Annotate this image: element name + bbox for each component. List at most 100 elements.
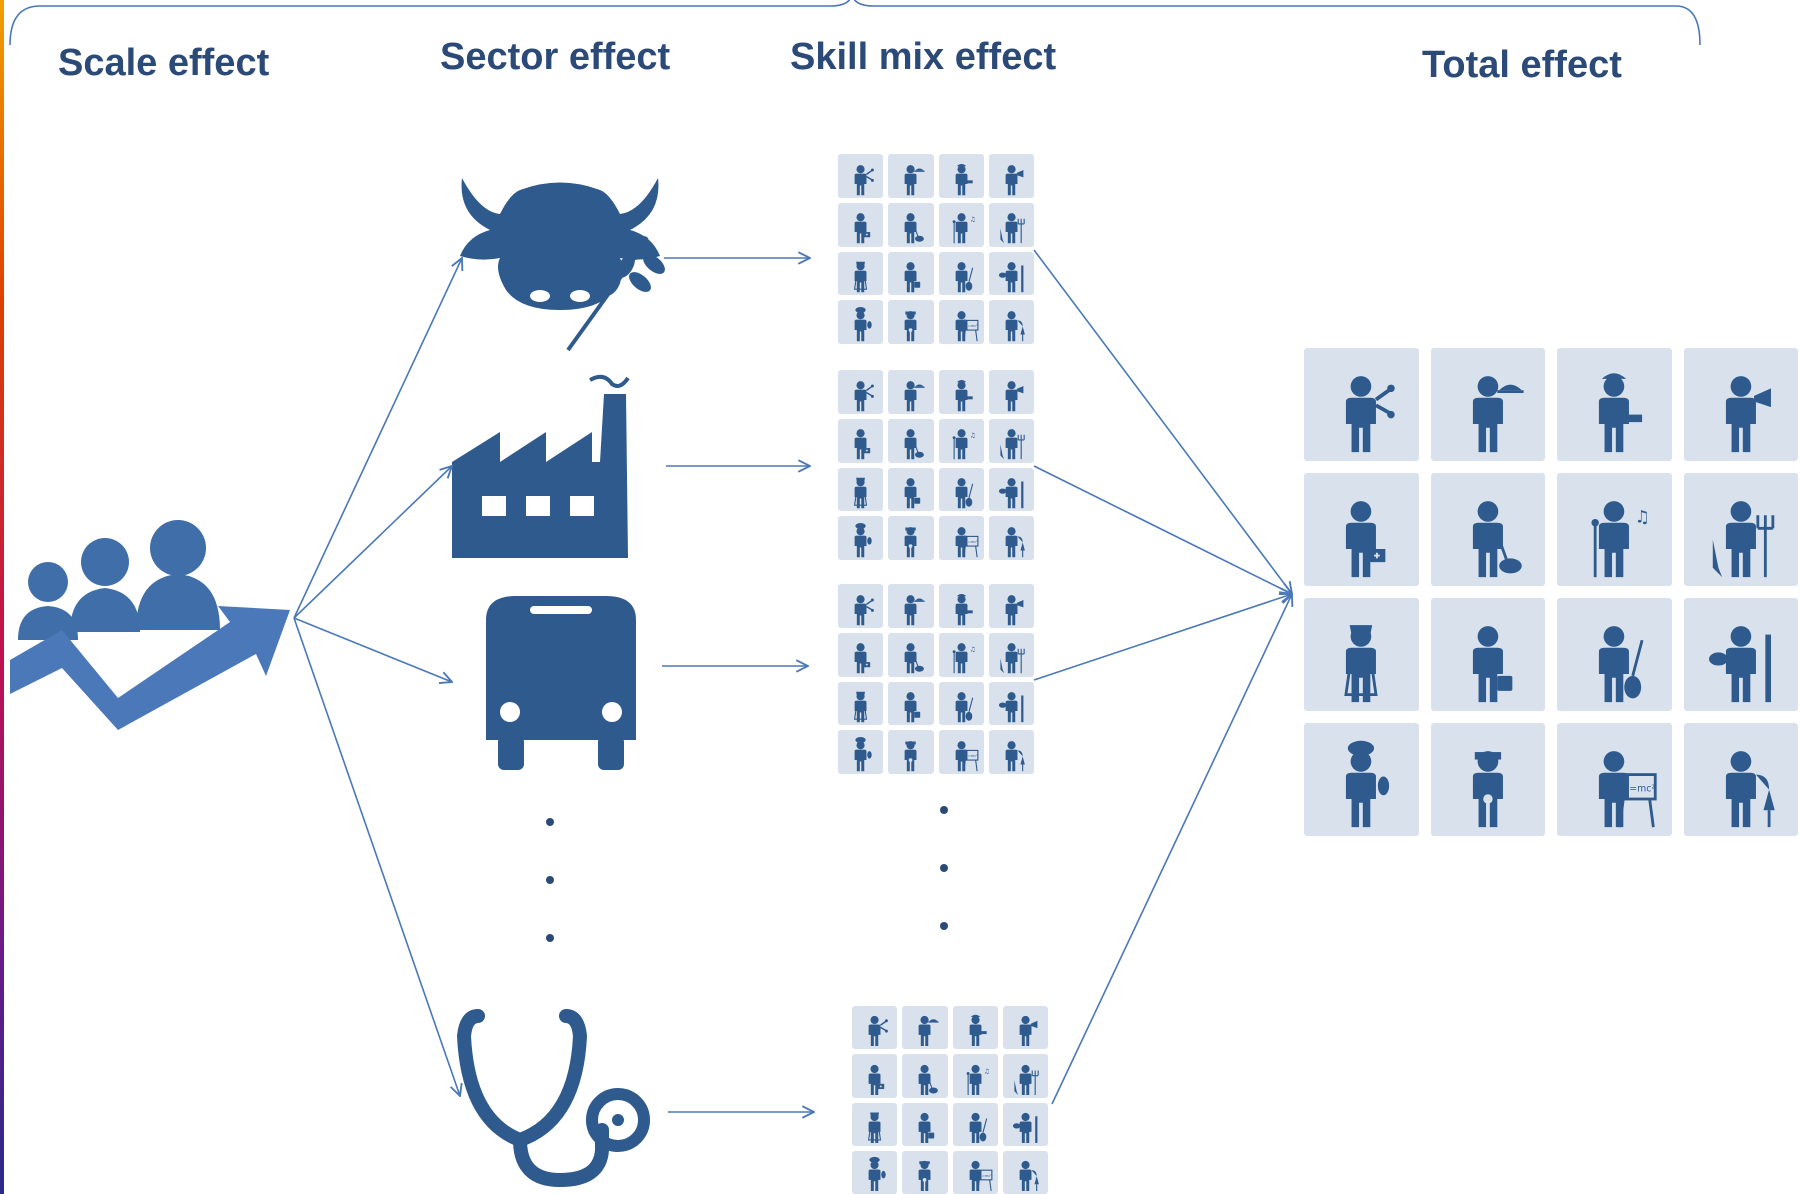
arrow-scale-to-transport [293,617,452,682]
occupation-tile-farmer [988,418,1034,463]
occupation-tile-businessman [888,251,934,296]
occupation-tile-tailor [1683,723,1798,836]
cook-icon [854,522,872,557]
agriculture-cow-wheat-icon [460,178,665,352]
occupation-tile-teacher: E=mc² [1557,723,1672,836]
construction-worker-icon [955,379,973,411]
singer-icon: ♫ [952,213,975,244]
occupation-tile-mechanic [888,730,934,774]
waiter-icon [918,1016,939,1047]
occupation-tile-singer: ♫ [938,632,984,677]
construction-worker-icon [969,1015,987,1047]
occupation-tile-waiter [902,1006,948,1050]
construction-worker-icon [1599,373,1643,453]
occupation-tile-construction-worker [952,1006,998,1050]
skillmix-ellipsis-dot [940,922,948,930]
painter-icon [998,692,1024,723]
occupation-tile-musician [938,681,984,726]
painter-icon [1708,626,1771,703]
teacher-icon: E=mc² [955,740,979,772]
nurse-icon [854,691,868,723]
svg-text:♫: ♫ [969,432,975,440]
occupation-tile-musician [1557,598,1672,711]
waiter-icon [904,380,925,411]
occupation-tile-tailor [988,516,1034,560]
occupation-tile-nurse [838,467,884,512]
singer-icon: ♫ [1591,501,1650,578]
skill-mix-grid-transport: ♫ E=mc² [838,584,1034,774]
occupation-tile-announcer [988,154,1034,198]
teacher-icon: E=mc² [955,526,979,558]
occupation-tile-construction-worker [1557,348,1672,461]
occupation-tile-doctor [838,202,884,247]
tailor-icon [1005,310,1025,341]
occupation-tile-farmer [1002,1054,1048,1098]
occupation-tile-doctor [838,632,884,677]
construction-worker-icon [955,163,973,195]
growing-workforce-icon [10,520,290,730]
occupation-tile-construction-worker [938,154,984,198]
arrow-scale-to-agriculture [293,258,462,619]
occupation-tile-waiter [888,154,934,198]
scale-effect-heading: Scale effect [58,42,270,84]
skill-mix-grid-industry: ♫ E=mc² [838,370,1034,560]
occupation-tile-hairdresser [838,584,884,628]
occupation-tile-singer: ♫ [938,418,984,463]
cook-icon [868,1157,886,1192]
occupation-tile-announcer [988,370,1034,414]
occupation-tile-cook [838,730,884,774]
occupation-tile-farmer [988,202,1034,247]
cleaner-icon [1472,501,1522,578]
occupation-tile-painter [988,467,1034,512]
occupation-tile-singer: ♫ [952,1054,998,1098]
occupation-tile-doctor [838,418,884,463]
svg-text:E=mc²: E=mc² [965,754,978,758]
occupation-tile-construction-worker [938,370,984,414]
occupation-tile-waiter [1430,348,1545,461]
sector-ellipsis-dot [546,818,554,826]
doctor-icon [1346,501,1386,578]
sector-ellipsis-dot [546,934,554,942]
singer-icon: ♫ [952,643,975,674]
musician-icon [955,692,973,723]
arrow-scale-to-health [293,617,460,1096]
skillmix-ellipsis-dot [940,806,948,814]
hairdresser-icon [1346,376,1396,453]
occupation-tile-mechanic [888,516,934,560]
cook-icon [1346,740,1390,828]
occupation-tile-cleaner [902,1054,948,1098]
total-effect-occupation-grid: ♫ E=mc² [1304,348,1798,836]
occupation-tile-mechanic [902,1150,948,1194]
occupation-tile-waiter [888,370,934,414]
businessman-icon [1472,626,1513,703]
skill-mix-effect-heading: Skill mix effect [790,36,1057,78]
mechanic-icon [904,526,917,557]
farmer-icon [1000,643,1025,674]
occupation-tile-farmer [988,632,1034,677]
hairdresser-icon [868,1016,888,1047]
occupation-tile-teacher: E=mc² [938,516,984,560]
nurse-icon [854,477,868,509]
singer-icon: ♫ [966,1064,989,1095]
occupation-tile-cook [838,516,884,560]
svg-text:♫: ♫ [969,646,975,654]
hairdresser-icon [854,164,874,195]
svg-text:♫: ♫ [1635,507,1650,527]
cleaner-icon [918,1064,939,1095]
occupation-tile-construction-worker [938,584,984,628]
occupation-tile-mechanic [888,300,934,344]
announcer-icon [1725,376,1771,453]
svg-text:E=mc²: E=mc² [1624,784,1656,795]
doctor-icon [854,643,871,674]
svg-text:E=mc²: E=mc² [965,540,978,544]
musician-icon [955,262,973,293]
musician-icon [955,478,973,509]
businessman-icon [918,1112,935,1143]
skillmix-ellipsis-dot [940,864,948,872]
farmer-icon [1000,213,1025,244]
cleaner-icon [904,429,925,460]
occupation-tile-nurse [838,681,884,726]
sector-ellipsis-dot [546,876,554,884]
occupation-tile-waiter [888,584,934,628]
occupation-tile-cleaner [1430,473,1545,586]
